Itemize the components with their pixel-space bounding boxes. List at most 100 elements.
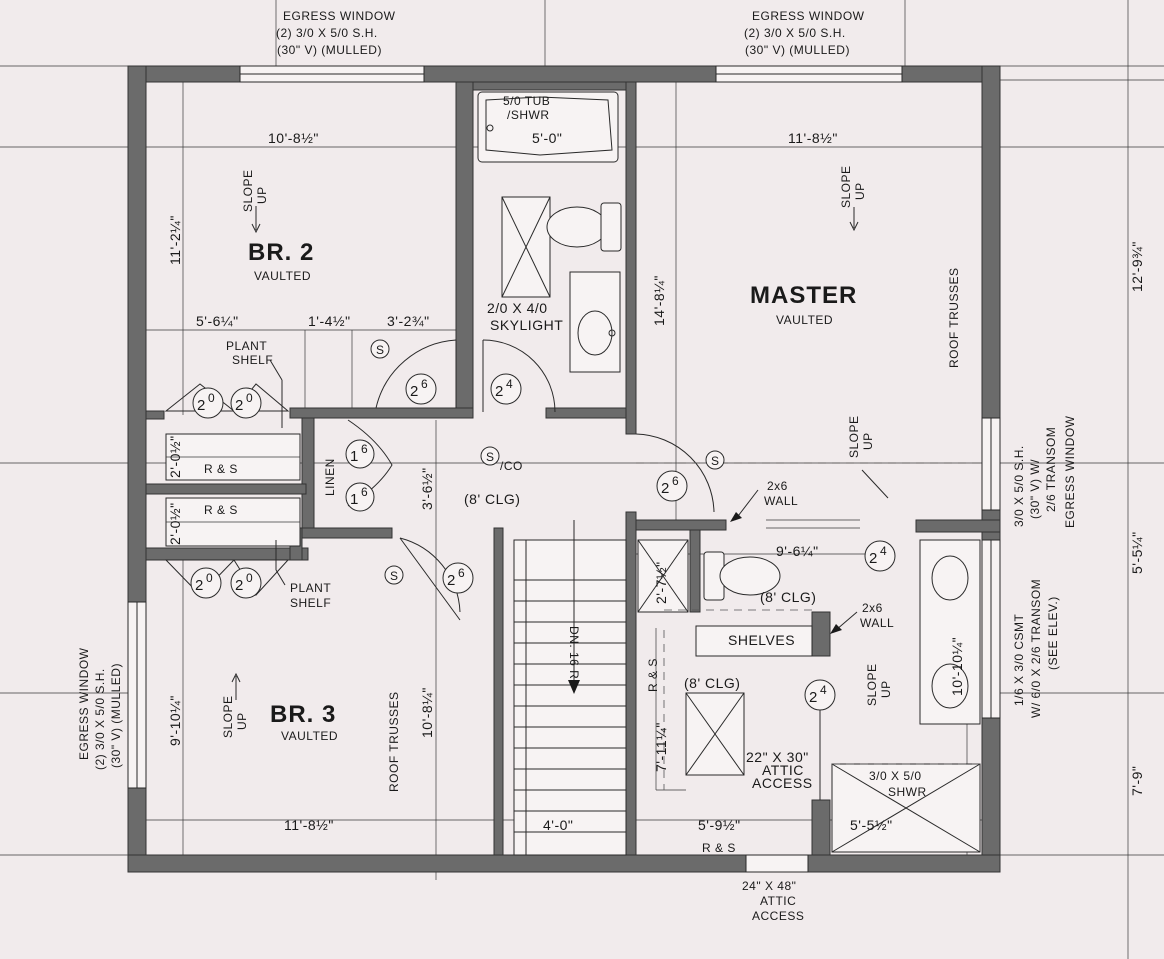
svg-text:6: 6 (458, 566, 465, 580)
smoke-detector-2: S /CO (480, 446, 523, 473)
label-attic-closet-1: 22" X 30" (746, 749, 809, 765)
dim-vanity-len: 10'-10¼" (949, 637, 965, 696)
exterior-walls (127, 65, 1001, 873)
window-top-left-line1: EGRESS WINDOW (283, 9, 396, 23)
label-rs-1: R & S (204, 462, 238, 476)
dim-tub-width: 5'-0" (532, 130, 562, 146)
slope-hall-2: UP (861, 432, 875, 450)
svg-text:4: 4 (880, 544, 887, 558)
dim-master-width: 11'-8½" (788, 130, 838, 146)
label-attic-bottom-1: 24" X 48" (742, 879, 796, 893)
svg-text:S: S (711, 454, 720, 468)
room-name-master: MASTER (750, 282, 857, 309)
svg-text:0: 0 (246, 391, 253, 405)
slope-markers: SLOPE UP SLOPE UP SLOPE UP SLOPE UP SLOP… (221, 165, 893, 738)
label-shower-1: 3/0 X 5/0 (869, 769, 922, 783)
window-top-right-line2: (2) 3/0 X 5/0 S.H. (744, 26, 846, 40)
door-tag-20-c: 2 0 (190, 567, 222, 599)
dim-bath-width: 9'-6¼" (776, 543, 819, 559)
window-left-line1: EGRESS WINDOW (77, 647, 91, 760)
label-shower-2: SHWR (888, 785, 927, 799)
window-right-upper-line1: 3/0 X 5/0 S.H. (1012, 445, 1026, 527)
svg-text:/CO: /CO (500, 459, 523, 473)
label-attic-closet-3: ACCESS (752, 775, 813, 791)
svg-text:2: 2 (809, 689, 817, 706)
svg-text:2: 2 (661, 480, 669, 497)
window-right-lower-line3: (SEE ELEV.) (1046, 596, 1060, 670)
door-tag-16-a: 1 6 (345, 439, 375, 469)
label-clg-bath: (8' CLG) (760, 589, 816, 605)
svg-text:4: 4 (506, 377, 513, 391)
slope-bath-2: UP (879, 680, 893, 698)
svg-text:2: 2 (447, 572, 455, 589)
slope-br2-2: UP (255, 186, 269, 204)
dimension-labels: 10'-8½" 5'-0" 11'-8½" 11'-2¼" 14'-8¼" 12… (167, 130, 1145, 833)
label-skylight-line2: SKYLIGHT (490, 317, 563, 333)
label-skylight-line1: 2/0 X 4/0 (487, 300, 548, 316)
fixtures (165, 91, 981, 853)
label-tub-line1: 5/0 TUB (503, 94, 550, 108)
window-right-lower-line1: 1/6 X 3/0 CSMT (1012, 613, 1026, 706)
label-roof-trusses-master: ROOF TRUSSES (947, 268, 961, 368)
door-tag-26-b: 2 6 (656, 470, 688, 502)
smoke-detectors: S S /CO S S (370, 339, 725, 585)
window-left-line3: (30" V) (MULLED) (109, 663, 123, 768)
dim-right-mid: 5'-5¼" (1129, 531, 1145, 574)
svg-text:1: 1 (350, 491, 358, 508)
svg-text:6: 6 (672, 474, 679, 488)
window-right-upper-line3: 2/6 TRANSOM (1044, 427, 1058, 512)
door-tag-20-a: 2 0 (192, 387, 224, 419)
window-labels: EGRESS WINDOW (2) 3/0 X 5/0 S.H. (30" V)… (77, 9, 1077, 770)
dim-br3-depth-left: 9'-10¼" (167, 695, 183, 746)
label-wall-2-line2: WALL (860, 616, 894, 630)
svg-text:S: S (376, 343, 385, 357)
door-tag-16-b: 1 6 (345, 482, 375, 512)
label-linen: LINEN (323, 458, 337, 496)
slope-master-1: SLOPE (839, 165, 853, 208)
door-tag-24-c: 2 4 (804, 679, 836, 711)
dim-right-upper: 12'-9¾" (1129, 241, 1145, 292)
label-roof-trusses-br3: ROOF TRUSSES (387, 692, 401, 792)
slope-hall-1: SLOPE (847, 415, 861, 458)
dim-master-depth: 14'-8¼" (651, 275, 667, 326)
label-plant-shelf-top-2: SHELF (232, 353, 273, 367)
label-tub-line2: /SHWR (507, 108, 550, 122)
svg-text:2: 2 (195, 577, 203, 594)
room-name-br3: BR. 3 (270, 701, 336, 728)
fixture-labels: 5/0 TUB /SHWR 2/0 X 4/0 SKYLIGHT PLANT S… (204, 94, 961, 923)
label-plant-shelf-bot-1: PLANT (290, 581, 331, 595)
label-stairs: DN. 16 R (567, 626, 581, 679)
window-top-left-line2: (2) 3/0 X 5/0 S.H. (276, 26, 378, 40)
svg-text:2: 2 (235, 397, 243, 414)
dim-br2-depth: 11'-2¼" (167, 215, 183, 265)
label-rs-4: R & S (646, 658, 660, 692)
door-tag-20-d: 2 0 (230, 567, 262, 599)
dim-5-6: 5'-6¼" (196, 313, 239, 329)
room-labels: BR. 2 VAULTED BR. 3 VAULTED MASTER VAULT… (248, 239, 857, 743)
slope-bath-1: SLOPE (865, 663, 879, 706)
door-tag-24-a: 2 4 (490, 373, 522, 405)
smoke-detector-1: S (370, 339, 390, 359)
dim-right-lower: 7'-9" (1129, 766, 1145, 796)
label-plant-shelf-top-1: PLANT (226, 339, 267, 353)
label-attic-bottom-2: ATTIC (760, 894, 796, 908)
room-sub-master: VAULTED (776, 313, 833, 327)
label-plant-shelf-bot-2: SHELF (290, 596, 331, 610)
dim-hall-depth: 3'-6½" (419, 467, 435, 510)
slope-br3-2: UP (235, 712, 249, 730)
door-tag-24-b: 2 4 (864, 540, 896, 572)
svg-text:2: 2 (235, 577, 243, 594)
window-top-right-line3: (30" V) (MULLED) (745, 43, 850, 57)
label-wall-2-line1: 2x6 (862, 601, 883, 615)
label-wall-1-line2: WALL (764, 494, 798, 508)
dim-br3-width: 11'-8½" (284, 817, 334, 833)
dim-3-2: 3'-2¾" (387, 313, 430, 329)
door-tag-20-b: 2 0 (230, 387, 262, 419)
dim-br3-depth: 10'-8¼" (419, 687, 435, 738)
room-sub-br2: VAULTED (254, 269, 311, 283)
room-name-br2: BR. 2 (248, 239, 314, 266)
svg-text:2: 2 (869, 550, 877, 567)
room-sub-br3: VAULTED (281, 729, 338, 743)
dim-closet-depth: 7'-11¼" (653, 722, 669, 772)
